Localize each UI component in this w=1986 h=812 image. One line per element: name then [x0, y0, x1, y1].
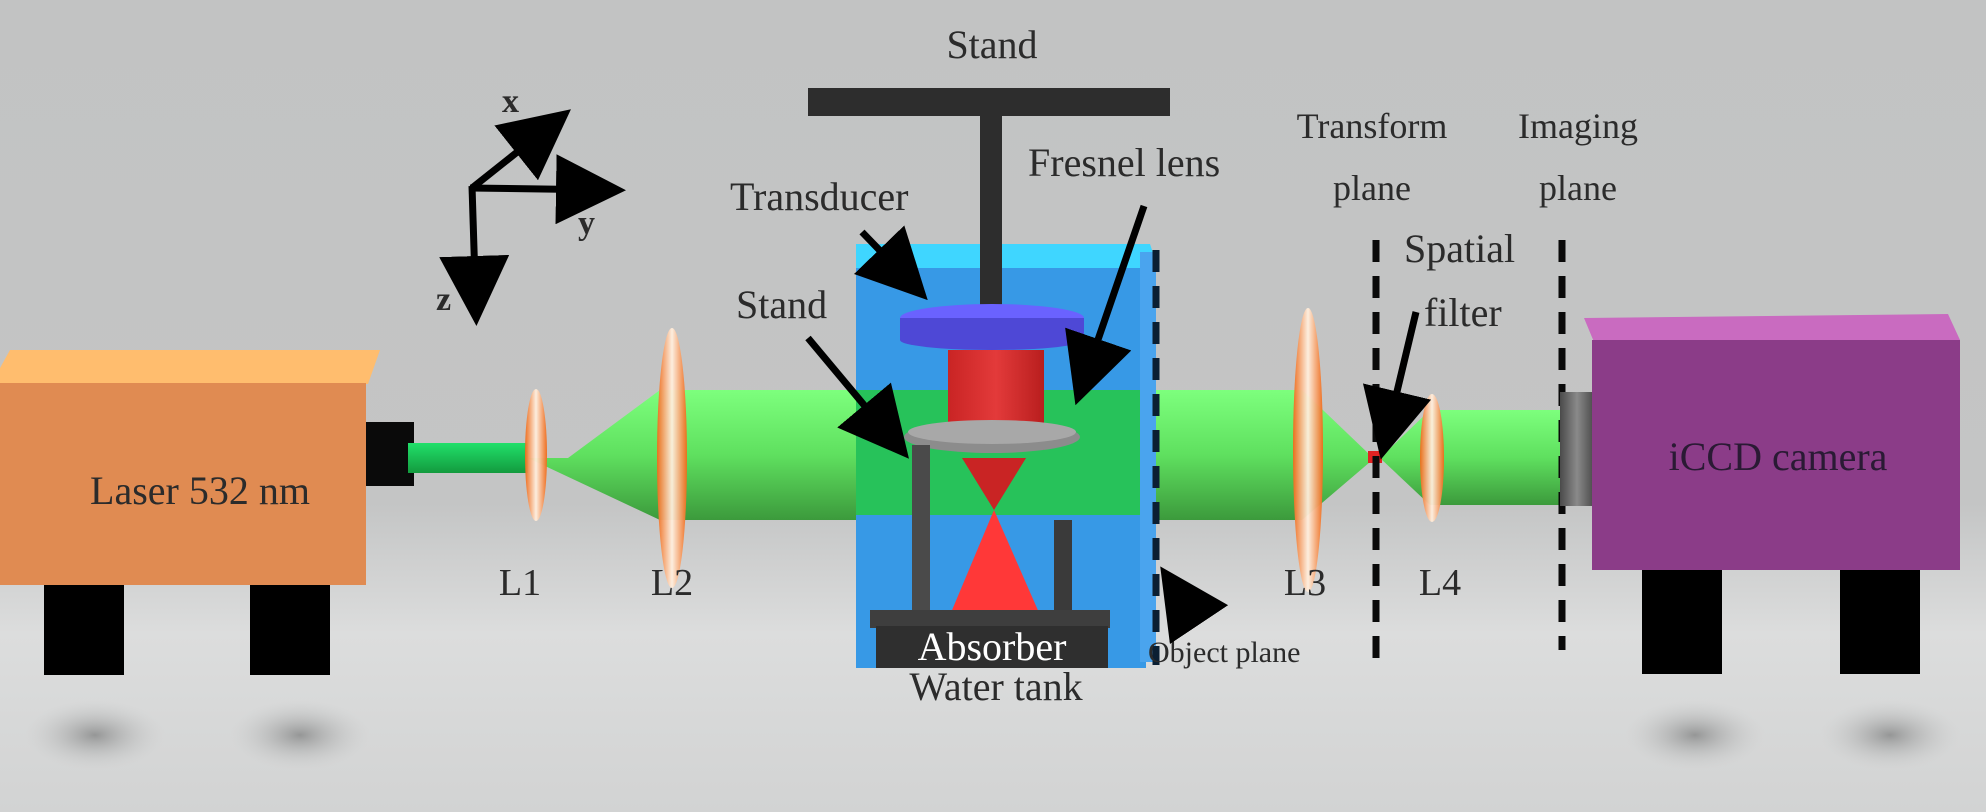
transducer-label: Transducer: [730, 174, 909, 219]
laser-leg: [44, 585, 124, 675]
lens-l2: L2: [651, 328, 693, 604]
camera-label: iCCD camera: [1669, 434, 1888, 479]
beam-expansion: [528, 390, 660, 520]
collimated-beam: [1142, 390, 1302, 520]
lens-l3-label: L3: [1284, 562, 1326, 604]
laser-body: [0, 383, 366, 585]
imaging-plane-label: Imaging: [1518, 106, 1638, 146]
tank-side: [1140, 252, 1156, 662]
collimated-beam: [660, 390, 860, 520]
stand-top-label: Stand: [946, 22, 1037, 67]
iccd-camera: iCCD camera: [1560, 314, 1960, 674]
coordinate-axes: x y z: [436, 83, 626, 326]
absorber-label: Absorber: [918, 624, 1067, 669]
collimated-beam: [1430, 410, 1560, 505]
y-axis-label: y: [578, 205, 595, 242]
camera-body: [1592, 340, 1960, 570]
y-axis-arrow: [469, 154, 626, 225]
camera-lens-mount: [1560, 392, 1594, 506]
inner-stand-post: [912, 445, 930, 620]
water-tank-label: Water tank: [909, 664, 1082, 709]
transform-plane-label: Transform: [1297, 106, 1448, 146]
absorber: [876, 626, 1108, 668]
x-axis-label: x: [502, 83, 519, 120]
laser-top-face: [0, 350, 380, 384]
fresnel-lens: [908, 420, 1076, 444]
spatial-filter-label: filter: [1424, 290, 1502, 335]
stand-inner-arrow: [805, 335, 909, 459]
imaging-plane-label: plane: [1539, 168, 1617, 208]
lens-l2-label: L2: [651, 562, 693, 604]
fresnel-lens-label: Fresnel lens: [1028, 140, 1220, 185]
x-axis-arrow: [469, 109, 571, 191]
acoustic-focus-upper: [962, 458, 1026, 510]
shadow: [230, 700, 370, 770]
shadow: [1625, 700, 1765, 770]
absorber-base: [870, 610, 1110, 628]
z-axis-label: z: [436, 281, 451, 318]
spatial-filter-label: Spatial: [1404, 226, 1515, 271]
inner-stand-post: [1054, 520, 1072, 620]
laser-leg: [250, 585, 330, 675]
lens-l1: L1: [499, 389, 547, 604]
shadow: [1820, 700, 1960, 770]
object-plane-arrow: [1160, 566, 1229, 645]
shadow: [25, 700, 165, 770]
z-axis-arrow: [439, 185, 510, 326]
camera-top-face: [1584, 314, 1960, 342]
laser-aperture: [366, 422, 414, 486]
camera-leg: [1840, 570, 1920, 674]
fresnel-lens-arrow: [1065, 204, 1148, 406]
thin-beam: [408, 443, 528, 473]
object-plane-label: Object plane: [1148, 636, 1300, 669]
transform-plane-label: plane: [1333, 168, 1411, 208]
lens-l3: L3: [1284, 308, 1326, 604]
stand-top: Stand: [808, 22, 1170, 116]
stand-inner-label: Stand: [736, 282, 827, 327]
lens-l4-label: L4: [1419, 562, 1461, 604]
laser-label: Laser 532 nm: [90, 468, 310, 513]
spatial-filter-arrow: [1362, 311, 1432, 460]
transducer-arrow: [853, 225, 928, 301]
stand-rod: [980, 112, 1002, 308]
lens-l1-label: L1: [499, 562, 541, 604]
camera-leg: [1642, 570, 1722, 674]
acoustic-focus-lower: [950, 510, 1040, 615]
tank-top-face: [856, 244, 1158, 268]
transducer: [900, 330, 1084, 350]
laser-source: Laser 532 nm: [0, 350, 414, 675]
